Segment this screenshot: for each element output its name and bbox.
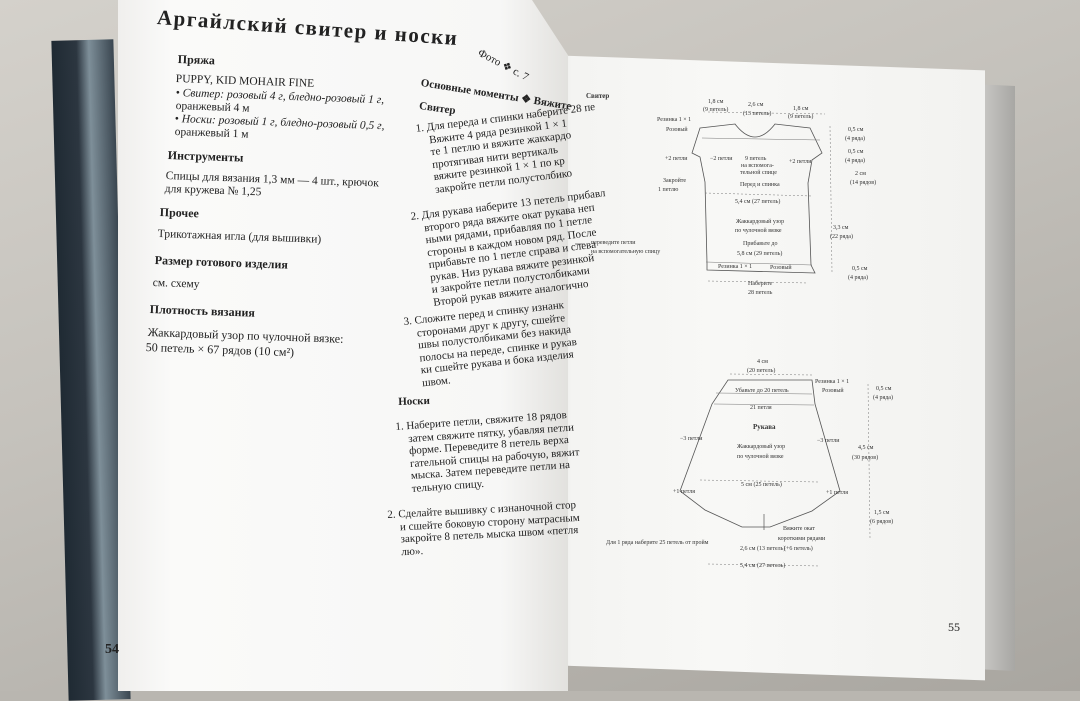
- sl-width: 5,4 см (27 петель): [740, 562, 785, 569]
- sleeve-outline: [679, 379, 841, 528]
- sw-r3b: (14 рядов): [850, 179, 876, 186]
- sweater-rib-line: [701, 137, 821, 141]
- sweater-hem-line: [705, 261, 813, 266]
- sw-r1: 0,5 см: [848, 127, 864, 133]
- sw-add-1: Прибавьте до: [743, 240, 777, 247]
- sw-front-back: Перед и спинка: [740, 182, 780, 188]
- sw-r5b: (4 ряда): [848, 274, 868, 281]
- sl-plus-r: +1 петля: [826, 490, 848, 496]
- sl-pickup: Для 1 ряда наберите 25 петель от пройм: [606, 539, 709, 546]
- sl-jacq-1: Жаккардовый узор: [737, 443, 785, 450]
- sw-center-2: на вспомога-: [741, 163, 774, 169]
- sw-width: 5,4 см (27 петель): [735, 198, 780, 205]
- sw-transfer-2: на вспомогательную спицу: [591, 249, 660, 255]
- sw-pink: Розовый: [666, 126, 688, 133]
- sl-top-1b: (20 петель): [747, 367, 775, 374]
- sw-pink2: Розовый: [770, 264, 792, 271]
- sw-top-1b: (9 петель): [703, 106, 728, 113]
- sw-center-3: тельной спице: [740, 169, 777, 176]
- sw-top-3b: (9 петель): [788, 113, 813, 120]
- sw-rib-bottom: Резинка 1 × 1: [718, 264, 752, 270]
- sw-top-3: 1,8 см: [793, 106, 809, 112]
- sweater-cast-line: [707, 280, 809, 284]
- left-page-sheet: [118, 0, 568, 691]
- sl-rib: Резинка 1 × 1: [815, 379, 849, 385]
- sl-r1: 0,5 см: [876, 386, 892, 392]
- sl-dec-to: Убавьте до 20 петель: [735, 387, 789, 394]
- sleeve-width-line: [707, 563, 821, 567]
- sw-inc-right: +2 петли: [789, 159, 812, 165]
- sl-21: 21 петля: [750, 405, 772, 411]
- sl-jacq-2: по чулочной вязке: [737, 453, 784, 460]
- sw-jacquard-2: по чулочной вязке: [735, 227, 782, 234]
- sl-r2b: (30 рядов): [852, 454, 878, 461]
- sweater-diagram-label: Свитер: [586, 92, 609, 100]
- sw-inc-left: +2 петли: [665, 156, 688, 162]
- sw-close-1: Закройте: [663, 177, 686, 184]
- sw-transfer-1: переведите петли: [591, 240, 636, 246]
- left-page-number: 54: [105, 642, 119, 657]
- sweater-outline: [691, 123, 823, 274]
- sw-cast-2: 28 петель: [748, 290, 773, 296]
- sl-r3: 1,5 см: [874, 510, 890, 516]
- sl-top-1: 4 см: [757, 359, 768, 365]
- sw-r3: 2 см: [855, 171, 866, 177]
- sw-cast-1: Наберите: [748, 280, 772, 287]
- sl-plus-l: +1 петля: [673, 489, 695, 495]
- sw-r4b: (22 ряда): [830, 233, 853, 240]
- sl-minus-l: −3 петли: [680, 436, 703, 442]
- sw-r2b: (4 ряда): [845, 157, 865, 164]
- sl-cap-1: Вяжите окат: [783, 526, 815, 532]
- sw-r2: 0,5 см: [848, 149, 864, 155]
- sw-jacquard-1: Жаккардовый узор: [736, 218, 784, 225]
- sw-top-1: 1,8 см: [708, 99, 724, 105]
- sl-r3b: (6 рядов): [870, 518, 893, 525]
- sl-minus-r: −3 петли: [817, 438, 840, 444]
- sweater-width-line: [704, 192, 813, 197]
- sw-add-2: 5,8 см (29 петель): [737, 250, 782, 257]
- sleeve-dec-line: [713, 403, 815, 406]
- sl-cap-2: короткими рядами: [778, 536, 826, 542]
- sw-center-1: 9 петель: [745, 156, 767, 162]
- sleeve-rib-line: [715, 392, 813, 395]
- sweater-top-dim-line: [707, 111, 826, 115]
- sw-r5: 0,5 см: [852, 266, 868, 272]
- sw-dec-left: −2 петли: [710, 156, 733, 162]
- sweater-height-dim-line: [829, 125, 833, 273]
- sleeve-diagram-label: Рукава: [753, 423, 776, 431]
- sleeve-top-dim-line: [729, 373, 813, 376]
- sl-base: 2,6 см (13 петель): [740, 545, 785, 552]
- sl-r2: 4,5 см: [858, 445, 874, 451]
- sl-cap-3: (+6 петель): [784, 545, 813, 552]
- sw-r1b: (4 ряда): [845, 135, 865, 142]
- sw-close-2: 1 петлю: [658, 187, 679, 193]
- sleeve-height-dim-line: [867, 383, 871, 539]
- right-page-number: 55: [948, 620, 960, 634]
- sw-top-2b: (13 петель): [743, 110, 771, 117]
- sl-r1b: (4 ряда): [873, 394, 893, 401]
- sw-rib-top: Резинка 1 × 1: [657, 117, 691, 123]
- sw-r4: 3,3 см: [833, 225, 849, 231]
- sl-pink: Розовый: [822, 387, 844, 394]
- sl-mid: 5 см (25 петель): [741, 481, 782, 488]
- sw-top-2: 2,6 см: [748, 102, 764, 108]
